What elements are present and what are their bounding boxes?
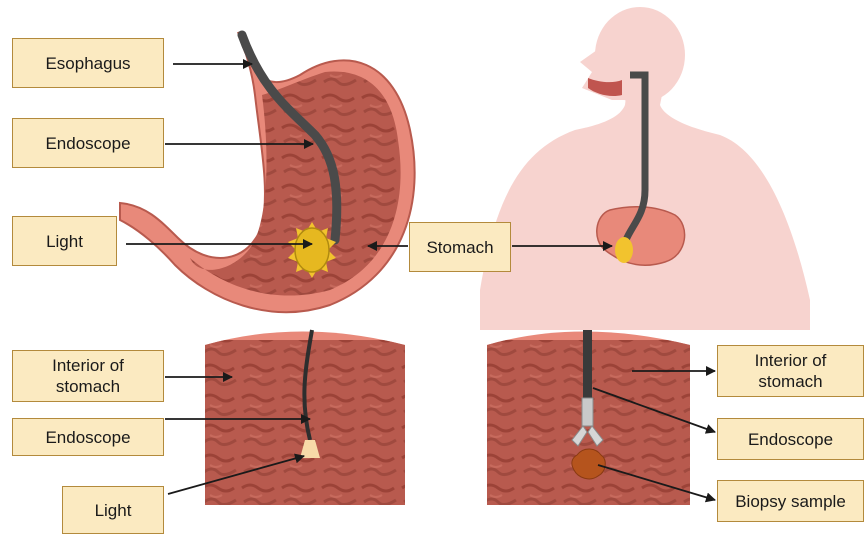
label-endoscope-top: Endoscope <box>12 118 164 168</box>
label-endoscope-right: Endoscope <box>717 418 864 460</box>
label-esophagus: Esophagus <box>12 38 164 88</box>
interior-panel-left <box>205 330 405 510</box>
label-stomach: Stomach <box>409 222 511 272</box>
label-endoscope-left: Endoscope <box>12 418 164 456</box>
human-body <box>480 7 810 330</box>
endoscope-tube-biopsy <box>583 330 592 400</box>
label-interior-left: Interior of stomach <box>12 350 164 402</box>
label-light-top: Light <box>12 216 117 266</box>
label-interior-right: Interior of stomach <box>717 345 864 397</box>
label-light-bottom: Light <box>62 486 164 534</box>
label-biopsy: Biopsy sample <box>717 480 864 522</box>
stomach-large <box>120 32 415 312</box>
sun-icon <box>615 237 633 263</box>
